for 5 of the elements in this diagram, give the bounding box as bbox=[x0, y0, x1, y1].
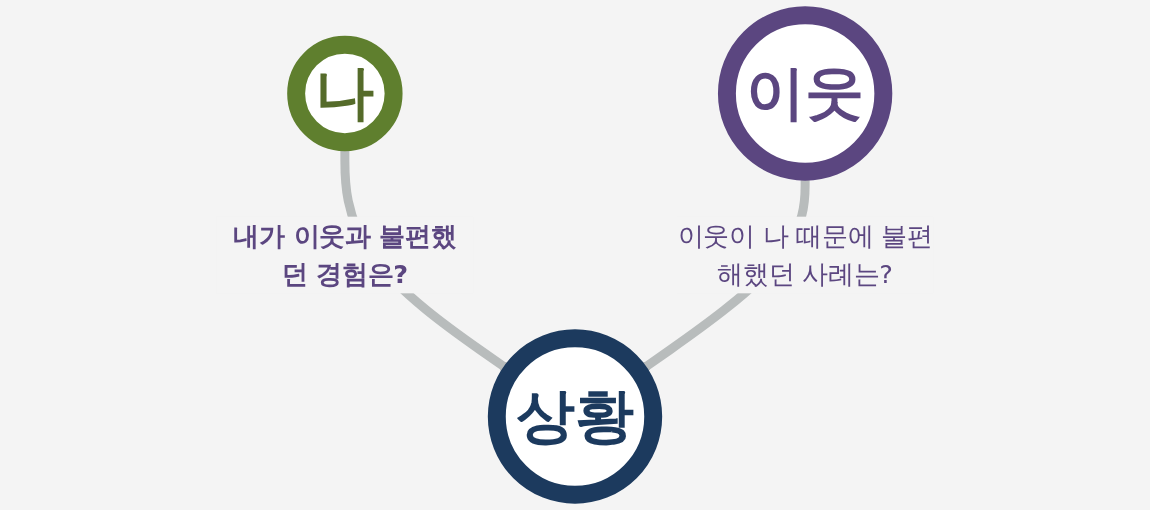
node-circle: 상황 bbox=[487, 329, 663, 504]
node-circle: 나 bbox=[287, 35, 403, 152]
edge-label: 내가 이웃과 불편했던 경험은? bbox=[233, 220, 457, 290]
edge-label: 이웃이 나 때문에 불편해했던 사례는? bbox=[677, 220, 933, 290]
node-circle: 이웃 bbox=[717, 6, 893, 181]
